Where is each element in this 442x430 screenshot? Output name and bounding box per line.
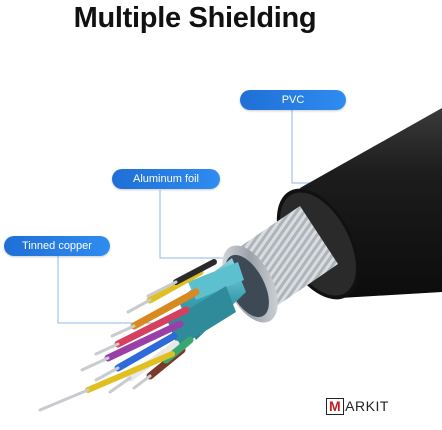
- tinned-copper-label: Tinned copper: [4, 236, 110, 256]
- page-title: Multiple Shielding: [73, 2, 317, 34]
- brand-initial: M: [326, 398, 345, 415]
- pvc-label: PVC: [240, 90, 346, 110]
- aluminum-foil-label: Aluminum foil: [112, 169, 220, 189]
- colored-wires: [38, 259, 217, 412]
- brand-name: ARKIT: [345, 398, 389, 414]
- inner-cores: [168, 258, 246, 348]
- pvc-leader-line: [291, 100, 325, 184]
